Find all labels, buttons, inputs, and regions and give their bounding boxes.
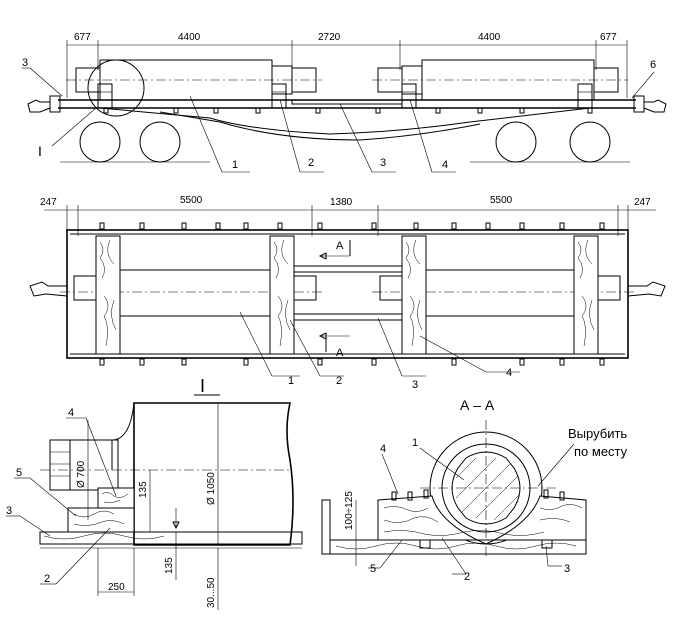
detail-callout-5: 5 [16,467,22,479]
load-shaft-right [372,59,628,109]
detail-callout-2: 2 [44,573,50,585]
dim-247-left: 247 [40,197,57,208]
dim-dia-1050: Ø 1050 [206,472,217,505]
detail-deck [39,531,303,545]
dim-30-50: 30...50 [206,577,217,608]
section-callout-3: 3 [564,563,570,575]
note-line-1: Вырубить [568,426,627,441]
callouts-side-view: 3 6 1 2 3 4 I [22,57,656,173]
callout-1-side: 1 [232,159,238,171]
dim-247-right: 247 [634,197,651,208]
section-shaft-cross [451,451,521,525]
dim-4400-right: 4400 [478,32,501,43]
callout-2-plan: 2 [336,375,342,387]
section-callout-5: 5 [370,563,376,575]
detail-callout-4: 4 [68,407,74,419]
dim-dia-700: Ø 700 [76,460,87,488]
load-shaft-left [66,59,322,117]
dim-5500-right: 5500 [490,195,513,206]
section-marks: А А [318,240,351,359]
section-mark-A-bottom: А [336,347,344,359]
callout-1-plan: 1 [288,375,294,387]
callout-4-side: 4 [442,159,448,171]
wheelsets [60,121,630,163]
detail-callout-3: 3 [6,505,12,517]
dim-2720: 2720 [318,32,341,43]
callout-2-side: 2 [308,157,314,169]
dim-677-right: 677 [600,32,617,43]
detail-chock-lower [67,507,135,533]
platform-outline [66,229,629,359]
dim-100-125: 100÷125 [344,491,355,530]
callout-6: 6 [650,59,656,71]
dim-135-b: 135 [164,557,175,574]
section-wood-packing [377,495,587,545]
detail-shaft-body [133,402,294,546]
section-A-A-view: А – А 100÷125 Вырубить по мес [321,397,628,583]
detail-title: I [200,376,205,396]
dim-135-a: 135 [138,481,149,498]
dim-677-left: 677 [74,32,91,43]
callout-3-left: 3 [22,57,28,69]
note-line-2: по месту [574,444,628,459]
callout-3-side: 3 [380,157,386,169]
callout-3-plan: 3 [412,379,418,391]
side-elevation-view: 677 4400 2720 4400 677 [22,32,667,173]
detail-chock-upper [97,487,135,509]
chocks-plan [95,235,599,355]
detail-I-marker: I [38,143,42,159]
plan-view: 247 5500 1380 5500 247 [29,195,666,391]
coupler-left [29,281,68,297]
stake-pockets [99,222,605,366]
section-title: А – А [460,397,495,413]
section-callout-1: 1 [412,437,418,449]
callouts-plan-view: 1 2 3 4 [239,311,520,391]
section-mark-A-top: А [336,240,344,252]
longitudinal-plank [291,99,403,105]
dim-250: 250 [108,582,125,593]
coupler-right [627,281,666,297]
section-callout-4: 4 [380,443,386,455]
dim-4400-left: 4400 [178,32,201,43]
detail-I-view: I Ø 700 Ø 1050 135 135 250 [6,376,303,610]
wagon-frame [27,95,667,141]
section-callout-2: 2 [464,571,470,583]
dim-1380: 1380 [330,197,353,208]
dim-5500-left: 5500 [180,195,203,206]
callout-4-plan: 4 [506,367,512,379]
section-deck [329,539,587,555]
section-nails [391,489,565,501]
